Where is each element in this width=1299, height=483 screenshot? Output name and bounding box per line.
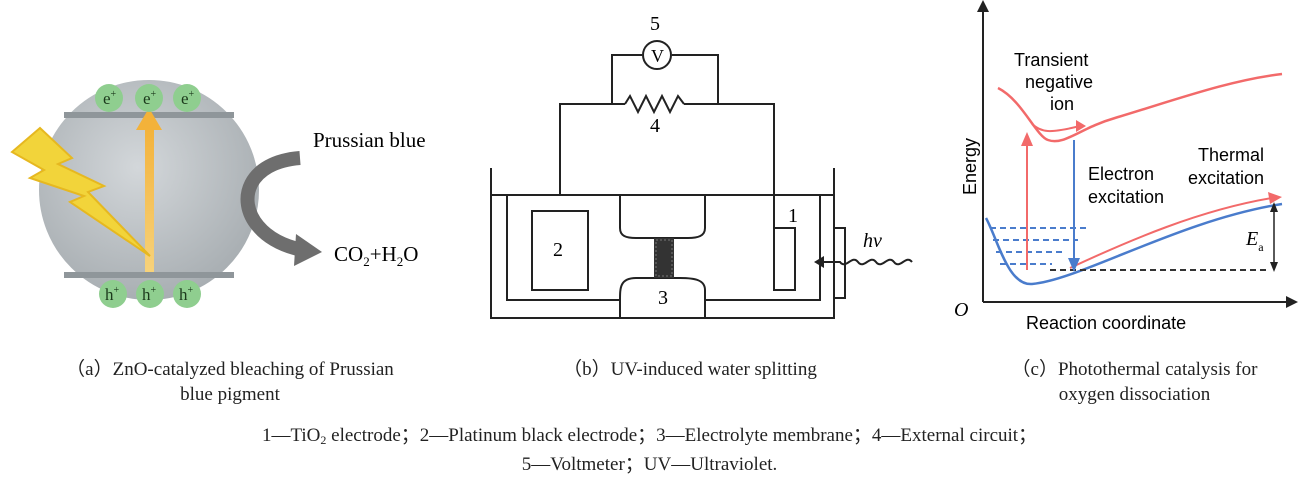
circuit-wire-left xyxy=(559,103,625,195)
hole-label: h xyxy=(179,285,188,304)
electron-label: e xyxy=(103,89,111,108)
light-bolt-icon xyxy=(10,126,151,257)
hole-particle xyxy=(136,280,164,308)
reactant-label: Prussian blue xyxy=(313,128,426,152)
electron-label: e xyxy=(181,89,189,108)
transient-ion-label-line3: ion xyxy=(1050,94,1074,114)
resistor-symbol xyxy=(624,93,685,115)
hole-charge: + xyxy=(151,285,157,296)
electron-particle xyxy=(95,84,123,112)
label-electrode2-number: 2 xyxy=(553,239,563,261)
transient-ion-label-line1: Transient xyxy=(1014,50,1088,70)
uv-light-arrow-head xyxy=(814,256,824,268)
label-electrode1-number: 1 xyxy=(788,205,798,227)
label-light: hv xyxy=(863,230,882,252)
x-axis-label: Reaction coordinate xyxy=(1026,313,1186,333)
electron-particles: e+ e+ e+ xyxy=(95,84,201,112)
hole-particle xyxy=(99,280,127,308)
caption-b: （b）UV-induced water splitting xyxy=(490,357,890,382)
svg-text:h+: h+ xyxy=(142,285,157,304)
voltmeter-wire-left xyxy=(611,54,642,104)
upper-channel xyxy=(619,195,706,239)
hole-label: h xyxy=(105,285,114,304)
activation-energy-label: Ea xyxy=(1245,228,1264,254)
caption-a: （a）ZnO-catalyzed bleaching of Prussian b… xyxy=(10,357,450,407)
hole-particles: h+ h+ h+ xyxy=(99,280,201,308)
electron-particle xyxy=(173,84,201,112)
product-label: CO2+H2O xyxy=(334,242,418,269)
voltmeter-icon xyxy=(642,40,672,70)
voltmeter-symbol: V xyxy=(651,46,664,66)
thermal-excitation-label-line1: Thermal xyxy=(1198,145,1264,165)
panel-b-water-splitting: V 5 4 1 2 3 hv xyxy=(480,0,920,340)
caption-b-line1: （b）UV-induced water splitting xyxy=(563,359,817,380)
electron-excitation-label-line1: Electron xyxy=(1088,164,1154,184)
panel-b-circuit-diagram: V 5 4 1 2 3 hv xyxy=(490,13,913,319)
transient-ion-arrow xyxy=(1031,123,1081,132)
tio2-electrode xyxy=(773,227,796,291)
panel-a-zno-bleaching: e+ e+ e+ h+ h+ h+ Prussian blue CO2+H2O xyxy=(0,60,470,320)
tank-outline-right xyxy=(705,168,835,319)
hole-charge: + xyxy=(188,285,194,296)
electron-charge: + xyxy=(189,89,195,100)
valence-band xyxy=(64,272,234,278)
electrolyte-membrane xyxy=(654,238,674,278)
svg-text:e+: e+ xyxy=(103,89,117,108)
origin-label: O xyxy=(954,299,968,321)
legend-line2: 5—Voltmeter；UV—Ultraviolet. xyxy=(521,454,778,475)
excitation-arrow-shaft xyxy=(145,126,154,272)
caption-c-line2: oxygen dissociation xyxy=(1058,384,1211,405)
thermal-excitation-curve xyxy=(1069,197,1273,269)
panel-a-diagram: e+ e+ e+ h+ h+ h+ Prussian blue CO2+H2O xyxy=(10,74,426,308)
electron-charge: + xyxy=(111,89,117,100)
excitation-arrow-head xyxy=(136,108,162,130)
panel-c-photothermal-catalysis: Energy Reaction coordinate O Ea Transien… xyxy=(940,0,1299,340)
hole-label: h xyxy=(142,285,151,304)
legend-line1: 1—TiO2 electrode；2—Platinum black electr… xyxy=(261,425,1038,447)
caption-c-line1: （c）Photothermal catalysis for xyxy=(1011,359,1258,380)
reaction-arrow-head xyxy=(294,234,322,266)
compartment-left-inner xyxy=(506,195,620,301)
caption-a-line2: blue pigment xyxy=(180,384,280,405)
uv-light-wave xyxy=(820,258,913,266)
caption-c: （c）Photothermal catalysis for oxygen dis… xyxy=(970,357,1299,407)
circuit-wire-right xyxy=(684,103,775,228)
voltmeter-wire-right xyxy=(672,54,719,104)
electron-excitation-label-line2: excitation xyxy=(1088,187,1164,207)
hole-particle xyxy=(173,280,201,308)
reaction-curved-arrow xyxy=(240,151,304,257)
transient-ion-curve xyxy=(997,72,1283,143)
label-membrane-number: 3 xyxy=(658,287,668,309)
hole-charge: + xyxy=(114,285,120,296)
svg-text:e+: e+ xyxy=(143,89,157,108)
svg-text:h+: h+ xyxy=(179,285,194,304)
ground-state-curve xyxy=(984,202,1283,286)
y-axis-label: Energy xyxy=(960,138,980,195)
electron-particle xyxy=(135,84,163,112)
thermal-excitation-label-line2: excitation xyxy=(1188,168,1264,188)
svg-text:e+: e+ xyxy=(181,89,195,108)
compartment-right-inner xyxy=(705,195,821,301)
platinum-electrode xyxy=(531,210,589,291)
label-voltmeter-number: 5 xyxy=(650,13,660,35)
tank-outline-bottom-left xyxy=(490,168,706,319)
panel-c-energy-diagram: Energy Reaction coordinate O Ea Transien… xyxy=(954,0,1298,333)
svg-text:h+: h+ xyxy=(105,285,120,304)
electron-charge: + xyxy=(151,89,157,100)
label-resistor-number: 4 xyxy=(650,115,660,137)
transient-ion-label-line2: negative xyxy=(1025,72,1093,92)
caption-a-line1: （a）ZnO-catalyzed bleaching of Prussian xyxy=(66,359,394,380)
quartz-window xyxy=(834,227,846,299)
electron-label: e xyxy=(143,89,151,108)
